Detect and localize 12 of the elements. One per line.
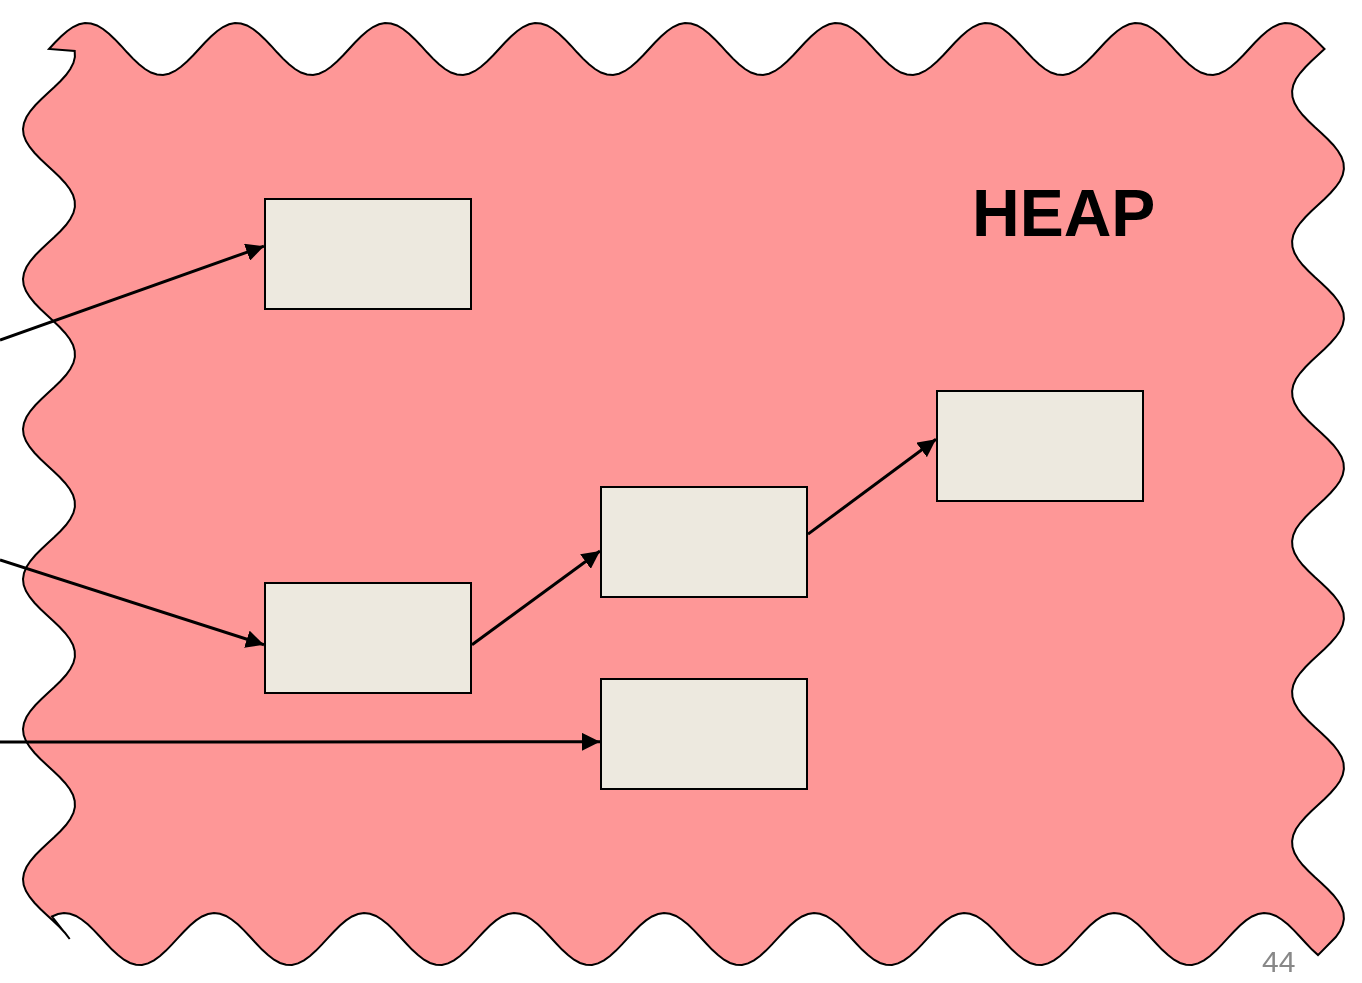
arrow xyxy=(0,243,265,342)
object-box xyxy=(264,582,472,694)
arrow xyxy=(0,732,600,751)
heap-title: HEAP xyxy=(972,180,1156,246)
page-number: 44 xyxy=(1262,945,1296,979)
object-box xyxy=(600,678,808,790)
arrow xyxy=(0,558,265,648)
object-box xyxy=(936,390,1144,502)
arrow xyxy=(807,438,937,536)
object-box xyxy=(264,198,472,310)
object-box xyxy=(600,486,808,598)
arrow xyxy=(471,549,601,646)
